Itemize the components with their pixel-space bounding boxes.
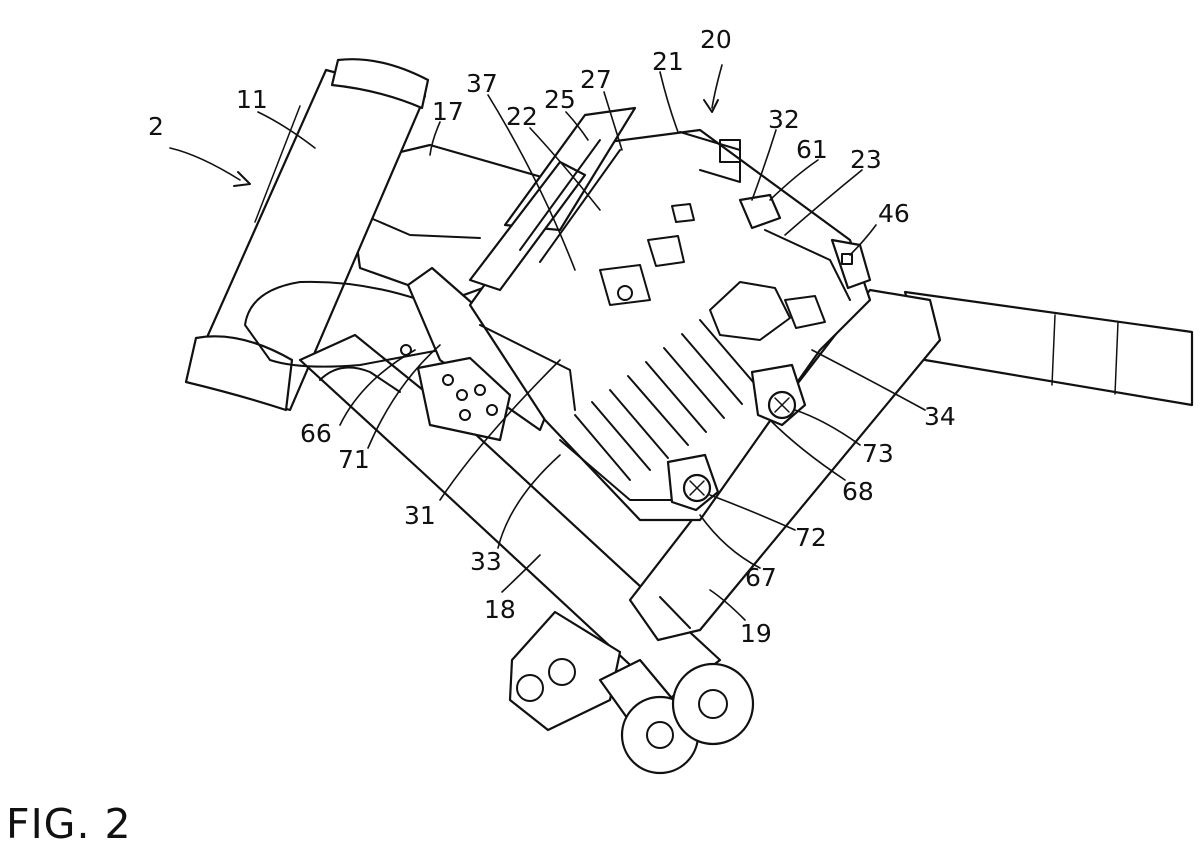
bolt-72: [682, 473, 712, 503]
bolt-73: [767, 390, 797, 420]
arrow-2: [169, 147, 251, 187]
ref-46: 46: [878, 199, 910, 228]
ref-18: 18: [484, 595, 516, 624]
ref-31: 31: [404, 501, 436, 530]
ref-71: 71: [338, 445, 370, 474]
bracket-66: [400, 266, 562, 442]
ref-21: 21: [652, 47, 684, 76]
ref-11: 11: [236, 85, 268, 114]
ref-34: 34: [924, 402, 956, 431]
unit-body-20: [468, 106, 872, 522]
ref-68: 68: [842, 477, 874, 506]
ref-2: 2: [148, 112, 164, 141]
ref-33: 33: [470, 547, 502, 576]
arrow-20: [703, 64, 723, 113]
reference-numerals: 2 11 17 37 22 25 27 21 20 32 61 23 46 34…: [148, 25, 956, 648]
frame-member-19: [628, 288, 942, 642]
leader-lines: [257, 71, 926, 621]
ref-23: 23: [850, 145, 882, 174]
ref-61: 61: [796, 135, 828, 164]
ref-22: 22: [506, 102, 538, 131]
ref-20: 20: [700, 25, 732, 54]
ref-37: 37: [466, 69, 498, 98]
ref-66: 66: [300, 419, 332, 448]
ref-17: 17: [432, 97, 464, 126]
ref-32: 32: [768, 105, 800, 134]
ref-25: 25: [544, 85, 576, 114]
figure-caption: FIG. 2: [6, 800, 132, 848]
rear-frame-pipe: [903, 290, 1194, 407]
roller-right: [671, 662, 755, 746]
ref-67: 67: [745, 563, 777, 592]
ref-73: 73: [862, 439, 894, 468]
ref-19: 19: [740, 619, 772, 648]
ref-72: 72: [795, 523, 827, 552]
ref-27: 27: [580, 65, 612, 94]
